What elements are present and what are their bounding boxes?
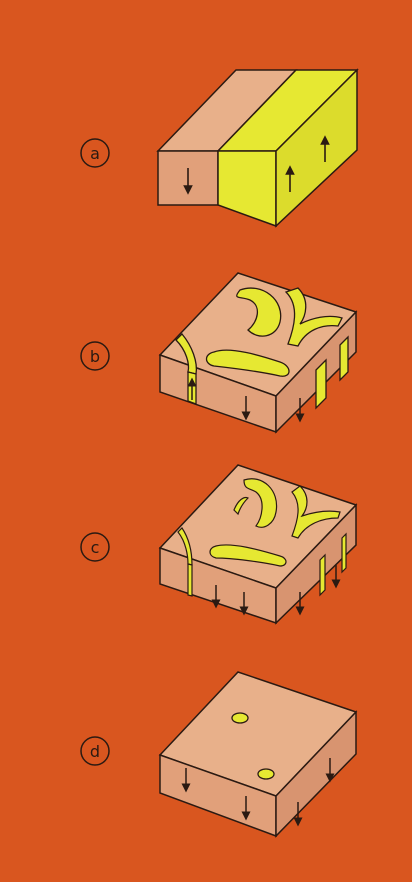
panel-label-b: b	[90, 347, 100, 366]
bubble-domain	[232, 713, 248, 723]
domain-stripe-side	[340, 337, 348, 380]
panel-label-d: d	[90, 742, 100, 761]
domain-stripe-front	[188, 564, 192, 596]
panel-label-c: c	[91, 538, 100, 557]
panel-label-a: a	[90, 144, 100, 163]
domain-stripe-side	[342, 534, 346, 572]
bubble-domain	[258, 769, 274, 779]
domain-stripe-side	[320, 555, 325, 595]
